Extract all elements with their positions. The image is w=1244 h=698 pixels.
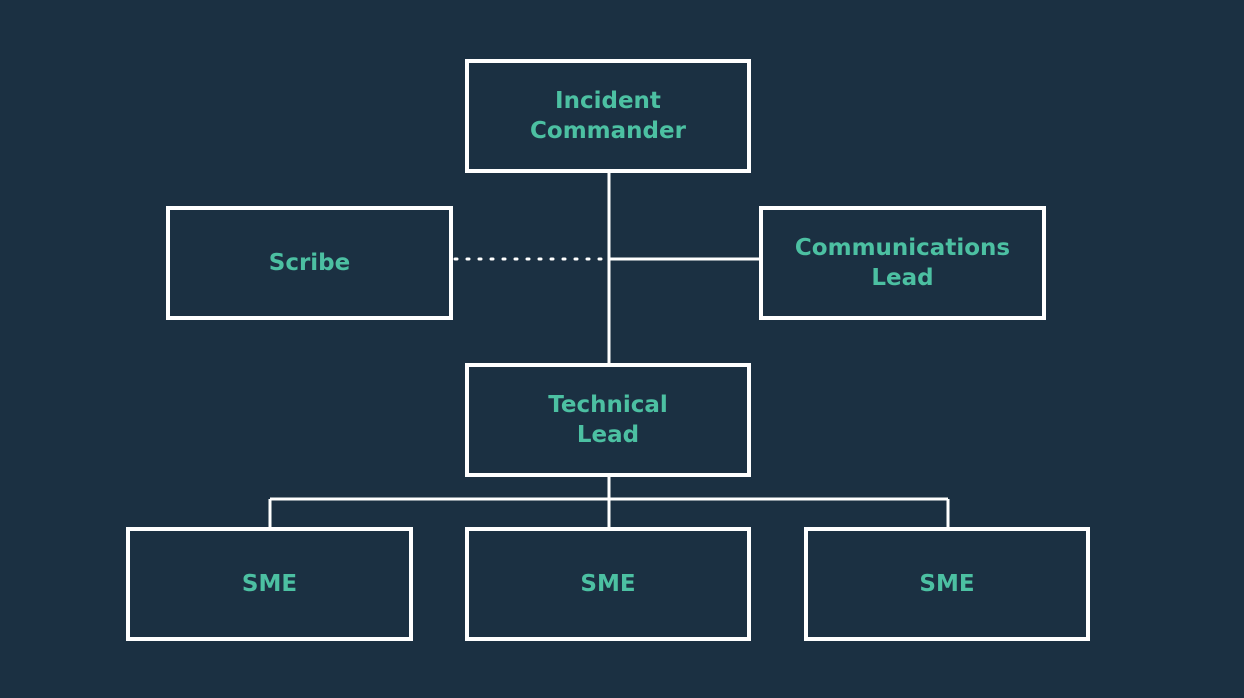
node-incident-commander: Incident Commander bbox=[465, 59, 751, 173]
node-label: Scribe bbox=[268, 250, 351, 276]
node-technical-lead: Technical Lead bbox=[465, 363, 751, 477]
node-label: SME bbox=[580, 571, 636, 597]
node-label: Communications Lead bbox=[794, 235, 1011, 291]
node-label: Incident Commander bbox=[530, 88, 686, 144]
node-sme-1: SME bbox=[126, 527, 413, 641]
node-label: SME bbox=[241, 571, 298, 597]
node-label: Technical Lead bbox=[548, 392, 668, 448]
node-sme-2: SME bbox=[465, 527, 751, 641]
node-label: SME bbox=[919, 571, 975, 597]
node-communications-lead: Communications Lead bbox=[759, 206, 1046, 320]
node-scribe: Scribe bbox=[166, 206, 453, 320]
node-sme-3: SME bbox=[804, 527, 1090, 641]
